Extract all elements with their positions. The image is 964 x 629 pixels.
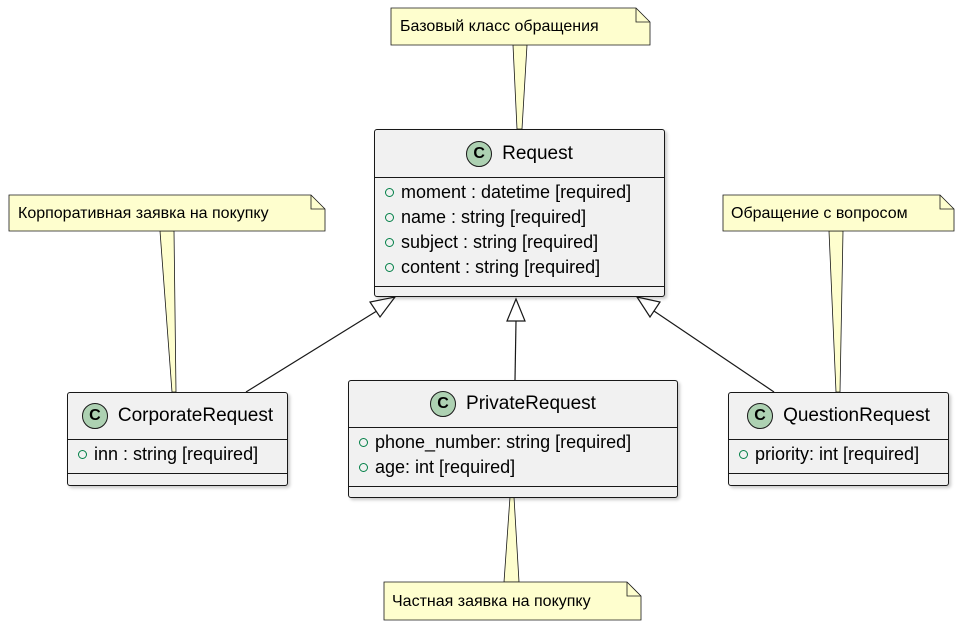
class-divider	[349, 486, 677, 487]
note-corporate-text: Корпоративная заявка на покупку	[18, 205, 269, 222]
attribute-row: moment : datetime [required]	[385, 180, 664, 205]
attribute-row: inn : string [required]	[78, 442, 287, 467]
class-stereotype-icon: C	[466, 140, 493, 167]
class-request-header: C Request	[375, 130, 664, 177]
class-stereotype-icon: C	[81, 403, 108, 429]
class-divider	[375, 286, 664, 287]
question-inherits-arrowhead	[635, 296, 661, 319]
private-inherits-line	[514, 320, 517, 381]
public-visibility-icon	[385, 263, 394, 272]
public-visibility-icon	[359, 463, 368, 472]
class-request[interactable]: C Request moment : datetime [required] n…	[374, 129, 665, 297]
class-request-attributes: moment : datetime [required] name : stri…	[375, 178, 664, 286]
class-divider	[68, 473, 287, 474]
note-base-connector	[512, 44, 528, 130]
note-base	[390, 7, 651, 46]
attribute-text: subject : string [required]	[401, 232, 599, 252]
class-corporate-request-header: C CorporateRequest	[68, 393, 287, 439]
question-inherits-line	[650, 308, 775, 393]
class-corporate-request-attributes: inn : string [required]	[68, 440, 287, 473]
class-question-request-attributes: priority: int [required]	[729, 440, 948, 473]
note-corporate	[8, 194, 326, 232]
class-stereotype-icon: C	[430, 391, 457, 417]
class-private-request-name: PrivateRequest	[466, 393, 596, 414]
attribute-row: name : string [required]	[385, 205, 664, 230]
attribute-text: content : string [required]	[401, 257, 601, 277]
attribute-row: content : string [required]	[385, 255, 664, 280]
class-corporate-request[interactable]: C CorporateRequest inn : string [require…	[67, 392, 288, 486]
attribute-text: age: int [required]	[375, 457, 516, 477]
class-private-request-attributes: phone_number: string [required] age: int…	[349, 428, 677, 486]
attribute-row: subject : string [required]	[385, 230, 664, 255]
note-base-text: Базовый класс обращения	[400, 18, 599, 35]
public-visibility-icon	[385, 188, 394, 197]
class-private-request[interactable]: C PrivateRequest phone_number: string [r…	[348, 380, 678, 498]
attribute-text: priority: int [required]	[755, 444, 920, 464]
attribute-text: phone_number: string [required]	[375, 432, 632, 452]
class-question-request-name: QuestionRequest	[783, 405, 930, 426]
class-divider	[349, 427, 677, 428]
class-divider	[68, 439, 287, 440]
attribute-row: priority: int [required]	[739, 442, 948, 467]
class-stereotype-icon: C	[747, 403, 774, 429]
class-divider	[729, 473, 948, 474]
public-visibility-icon	[739, 450, 748, 459]
public-visibility-icon	[359, 438, 368, 447]
private-inherits-arrowhead	[506, 297, 526, 322]
note-corporate-connector	[159, 230, 177, 393]
note-question-connector	[828, 230, 844, 393]
attribute-text: moment : datetime [required]	[401, 182, 632, 202]
note-private	[383, 581, 642, 621]
class-corporate-request-name: CorporateRequest	[117, 405, 274, 426]
note-private-connector	[503, 496, 520, 583]
public-visibility-icon	[385, 238, 394, 247]
class-question-request-header: C QuestionRequest	[729, 393, 948, 439]
public-visibility-icon	[78, 450, 87, 459]
note-question-text: Обращение с вопросом	[731, 205, 908, 222]
class-request-name: Request	[502, 142, 573, 164]
public-visibility-icon	[385, 213, 394, 222]
corporate-inherits-arrowhead	[369, 296, 397, 319]
class-divider	[729, 439, 948, 440]
attribute-text: name : string [required]	[401, 207, 587, 227]
class-private-request-header: C PrivateRequest	[349, 381, 677, 427]
attribute-row: age: int [required]	[359, 455, 677, 480]
class-question-request[interactable]: C QuestionRequest priority: int [require…	[728, 392, 949, 486]
attribute-text: inn : string [required]	[94, 444, 259, 464]
note-question	[722, 194, 955, 232]
corporate-inherits-line	[245, 308, 381, 393]
attribute-row: phone_number: string [required]	[359, 430, 677, 455]
class-divider	[375, 177, 664, 178]
note-private-text: Частная заявка на покупку	[392, 593, 591, 610]
